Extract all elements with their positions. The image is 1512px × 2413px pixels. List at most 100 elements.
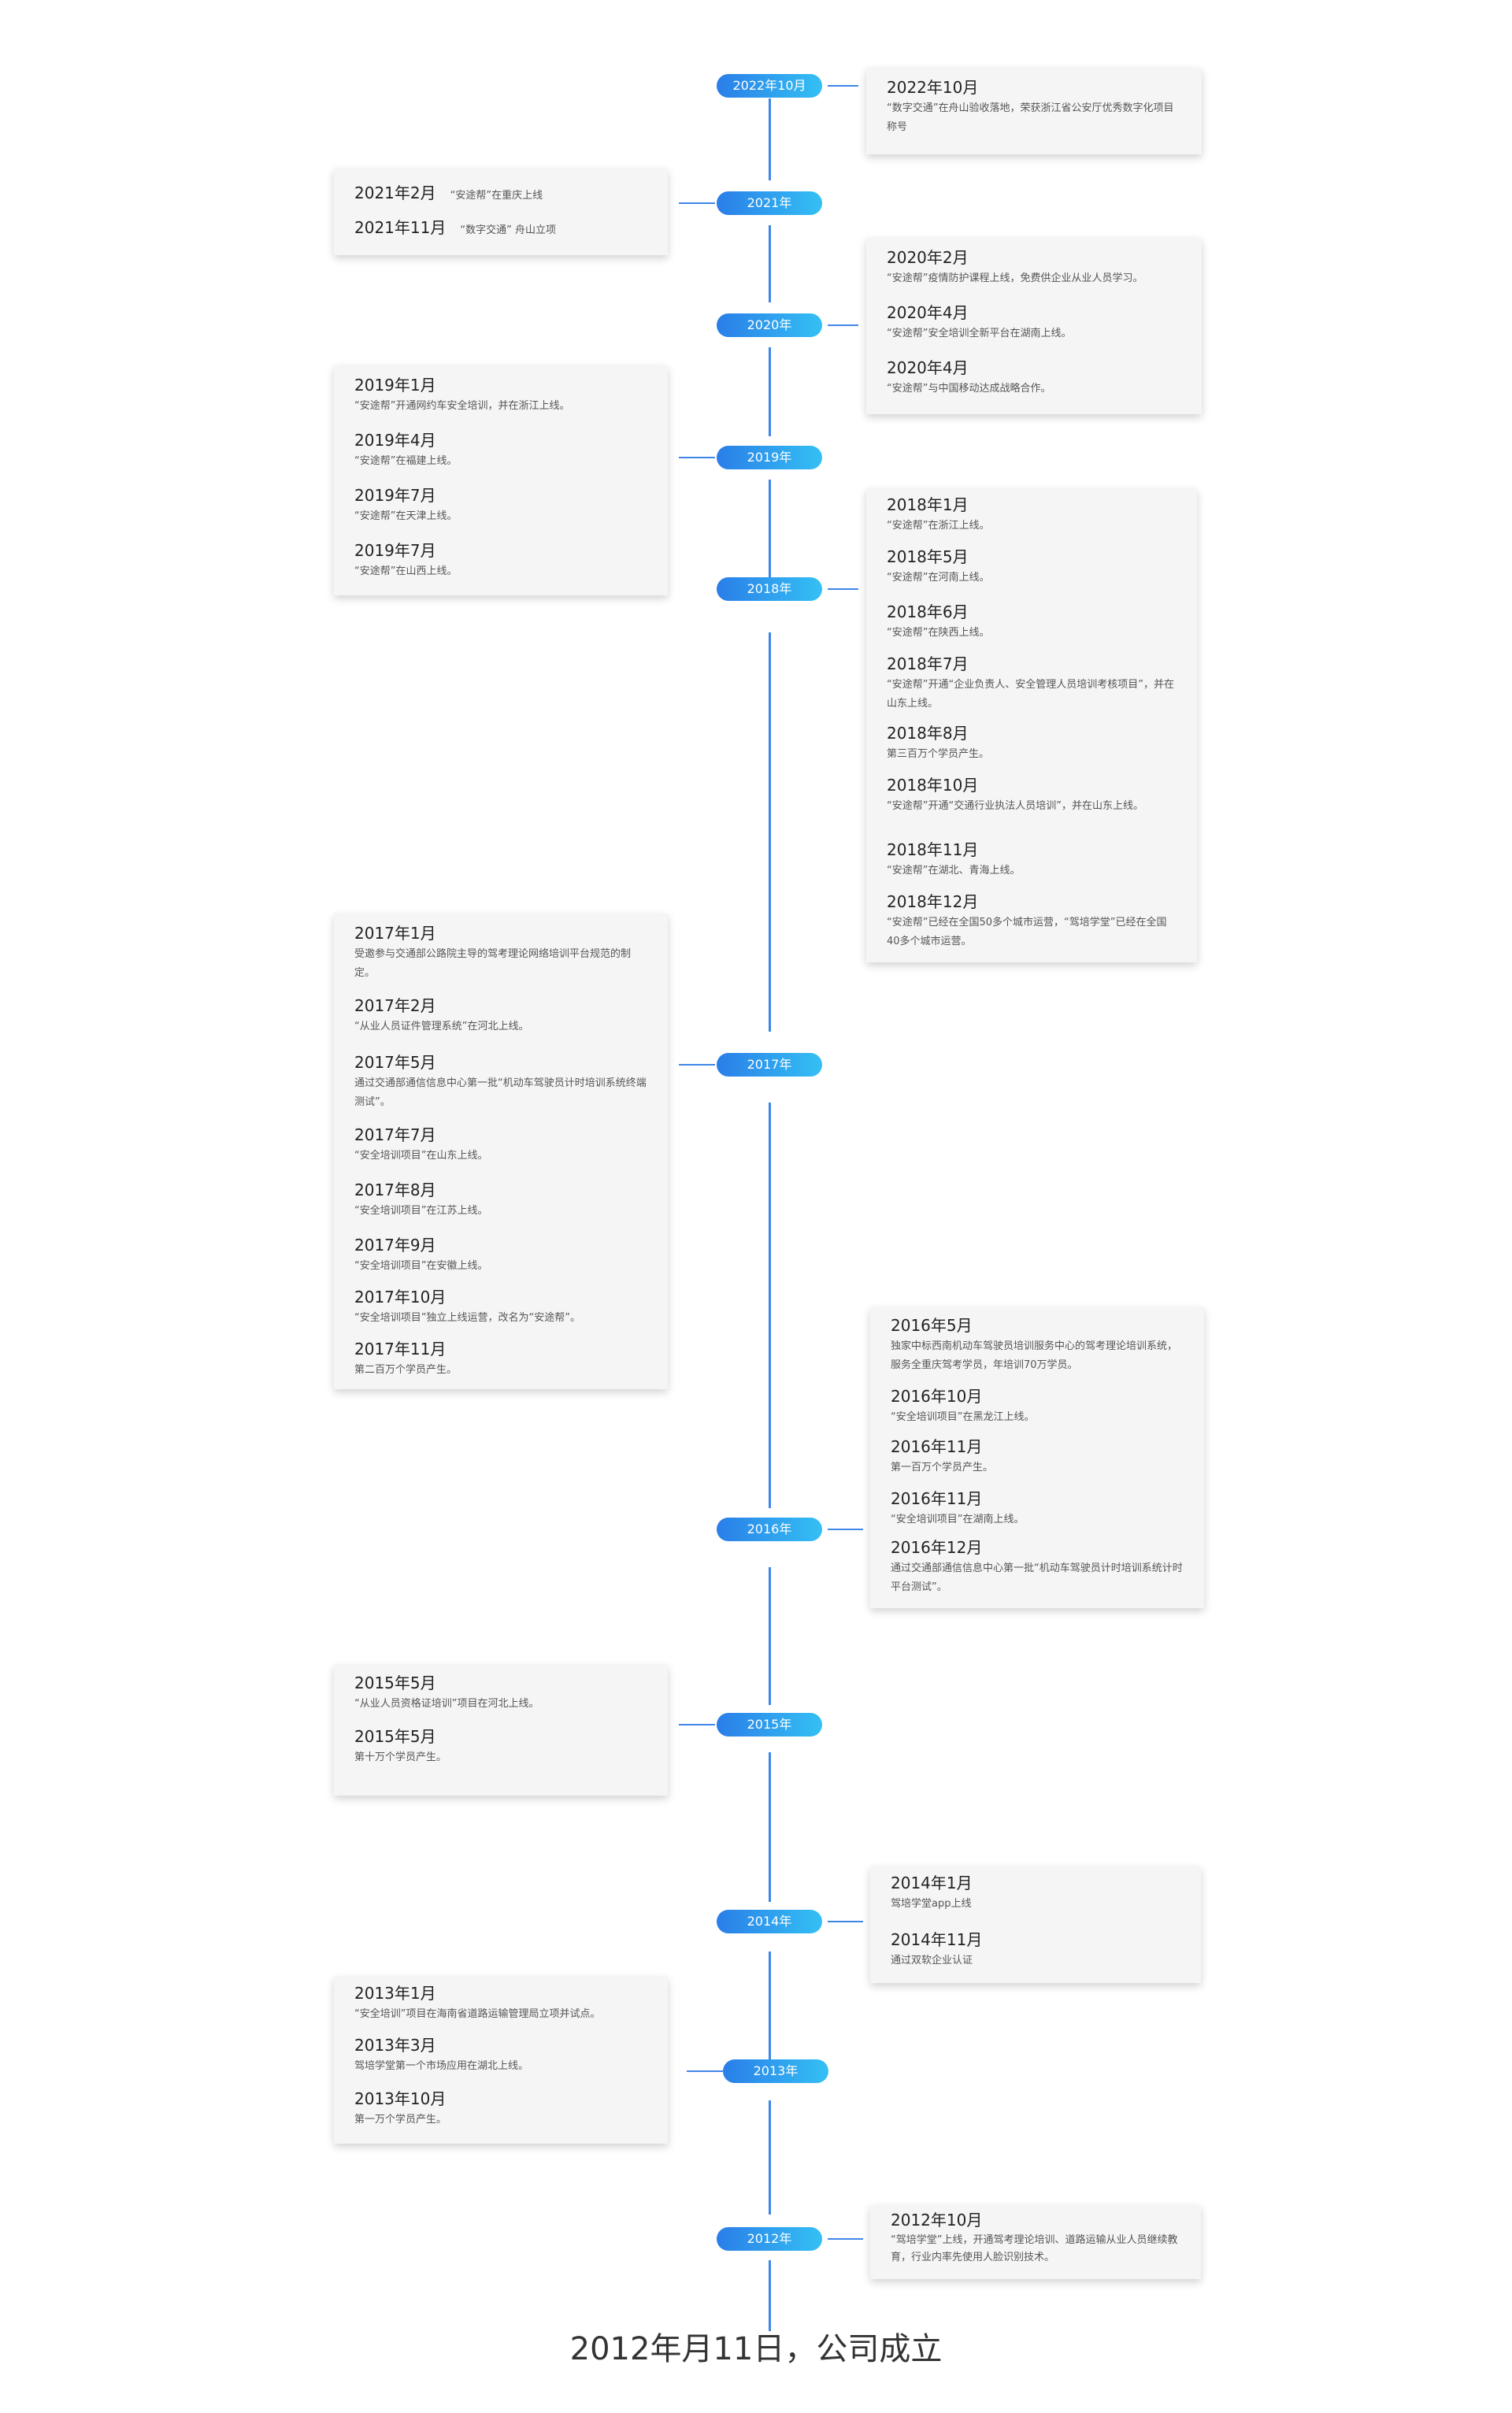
event-desc: “安途帮”疫情防护课程上线，免费供企业从业人员学习。 [887,272,1143,284]
event-date: 2018年12月 [887,892,979,911]
event-desc: “安途帮”在天津上线。 [354,510,458,522]
event-item: 2018年6月 “安途帮”在陕西上线。 [887,602,1178,643]
event-date: 2016年5月 [891,1316,973,1335]
event-item: 2018年8月 第三百万个学员产生。 [887,723,1178,764]
event-date: 2017年1月 [354,924,436,943]
timeline-line [769,632,771,1032]
event-date: 2020年2月 [887,248,969,267]
timeline-line [769,347,771,436]
event-date: 2014年11月 [891,1930,983,1949]
event-date: 2019年7月 [354,541,436,560]
event-item: 2014年1月 驾培学堂app上线 [891,1873,1182,1914]
event-desc: 第三百万个学员产生。 [887,748,990,760]
event-date: 2017年7月 [354,1125,436,1144]
event-card-2014: 2014年1月 驾培学堂app上线 2014年11月 通过双软企业认证 [870,1866,1201,1983]
event-date: 2019年1月 [354,376,436,395]
event-item: 2012年10月 “驾培学堂”上线，开通驾考理论培训、道路运输从业人员继续教育，… [891,2210,1182,2267]
event-item: 2018年11月 “安途帮”在湖北、青海上线。 [887,840,1178,880]
event-desc: “安全培训”项目在海南省道路运输管理局立项并试点。 [354,2008,601,2020]
event-date: 2019年4月 [354,431,436,450]
event-date: 2018年11月 [887,840,979,859]
connector [828,324,858,326]
event-desc: 通过双软企业认证 [891,1955,973,1966]
timeline-line [769,1752,771,1902]
event-date: 2016年11月 [891,1489,983,1508]
event-item: 2021年2月 “安途帮”在重庆上线 [354,183,649,206]
event-date: 2015年5月 [354,1674,436,1692]
event-item: 2018年12月 “安途帮”已经在全国50多个城市运营，“驾培学堂”已经在全国4… [887,891,1178,951]
event-item: 2016年11月 “安全培训项目”在湖南上线。 [891,1488,1185,1529]
connector [828,588,858,590]
connector [828,1921,863,1922]
event-date: 2018年10月 [887,776,979,795]
event-item: 2016年5月 独家中标西南机动车驾驶员培训服务中心的驾考理论培训系统，服务全重… [891,1315,1185,1375]
event-desc: “安途帮”在湖北、青海上线。 [887,865,1021,877]
event-item: 2017年11月 第二百万个学员产生。 [354,1339,649,1380]
event-desc: 第一万个学员产生。 [354,2114,447,2126]
event-card-2015: 2015年5月 “从业人员资格证培训”项目在河北上线。 2015年5月 第十万个… [334,1665,668,1796]
event-item: 2020年4月 “安途帮”与中国移动达成战略合作。 [887,358,1183,398]
event-card-2019: 2019年1月 “安途帮”开通网约车安全培训，并在浙江上线。 2019年4月 “… [334,365,668,595]
event-desc: “安全培训项目”在江苏上线。 [354,1205,488,1217]
event-desc: 第一百万个学员产生。 [891,1462,994,1473]
event-date: 2017年11月 [354,1340,447,1358]
event-date: 2022年10月 [887,78,979,97]
year-pill-2012: 2012年 [717,2227,822,2251]
event-desc: “安途帮”在浙江上线。 [887,520,990,532]
event-card-2020: 2020年2月 “安途帮”疫情防护课程上线，免费供企业从业人员学习。 2020年… [866,238,1202,414]
event-desc: 驾培学堂第一个市场应用在湖北上线。 [354,2060,529,2072]
event-desc: “数字交通” 舟山立项 [460,224,556,236]
event-item: 2019年7月 “安途帮”在山西上线。 [354,540,649,581]
event-desc: “安全培训项目”在山东上线。 [354,1150,488,1162]
event-item: 2017年8月 “安全培训项目”在江苏上线。 [354,1180,649,1221]
event-item: 2015年5月 “从业人员资格证培训”项目在河北上线。 [354,1673,649,1714]
event-desc: 通过交通部通信信息中心第一批“机动车驾驶员计时培训系统终端测试”。 [354,1077,647,1108]
timeline-line [769,1952,771,2059]
event-item: 2021年11月 “数字交通” 舟山立项 [354,217,649,240]
event-desc: “安途帮”在福建上线。 [354,455,458,467]
event-item: 2019年1月 “安途帮”开通网约车安全培训，并在浙江上线。 [354,375,649,416]
event-item: 2019年4月 “安途帮”在福建上线。 [354,430,649,471]
event-date: 2019年7月 [354,486,436,505]
event-date: 2018年5月 [887,547,969,566]
event-card-2012: 2012年10月 “驾培学堂”上线，开通驾考理论培训、道路运输从业人员继续教育，… [870,2205,1201,2279]
timeline-line [769,480,771,578]
event-item: 2013年10月 第一万个学员产生。 [354,2089,649,2129]
timeline-line [769,98,771,180]
event-item: 2017年9月 “安全培训项目”在安徽上线。 [354,1235,649,1276]
event-item: 2017年5月 通过交通部通信信息中心第一批“机动车驾驶员计时培训系统终端测试”… [354,1052,649,1112]
event-desc: “安途帮”与中国移动达成战略合作。 [887,383,1051,395]
event-date: 2017年10月 [354,1288,447,1307]
event-date: 2018年8月 [887,724,969,743]
event-date: 2017年8月 [354,1181,436,1199]
event-desc: “安全培训项目”在安徽上线。 [354,1260,488,1272]
connector [679,202,715,204]
event-desc: “安途帮”在陕西上线。 [887,627,990,639]
event-date: 2016年12月 [891,1538,983,1557]
event-date: 2016年11月 [891,1437,983,1456]
event-item: 2018年1月 “安途帮”在浙江上线。 [887,495,1178,536]
event-date: 2017年5月 [354,1053,436,1072]
year-pill-2015: 2015年 [717,1713,822,1737]
event-item: 2013年1月 “安全培训”项目在海南省道路运输管理局立项并试点。 [354,1983,649,2024]
timeline-line [769,2100,771,2215]
event-item: 2022年10月 “数字交通”在舟山验收落地，荣获浙江省公安厅优秀数字化项目称号 [887,77,1183,137]
event-item: 2016年12月 通过交通部通信信息中心第一批“机动车驾驶员计时培训系统计时平台… [891,1537,1185,1597]
connector [679,1724,715,1725]
event-item: 2018年5月 “安途帮”在河南上线。 [887,547,1178,587]
year-pill-2014: 2014年 [717,1910,822,1933]
event-item: 2018年10月 “安途帮”开通“交通行业执法人员培训”，并在山东上线。 [887,775,1178,816]
event-desc: “安途帮”在山西上线。 [354,565,458,577]
year-pill-2017: 2017年 [717,1053,822,1077]
event-desc: 独家中标西南机动车驾驶员培训服务中心的驾考理论培训系统，服务全重庆驾考学员，年培… [891,1340,1178,1371]
timeline-line [769,2260,771,2331]
event-date: 2017年9月 [354,1236,436,1255]
connector [687,2070,723,2072]
event-desc: “安途帮”安全培训全新平台在湖南上线。 [887,328,1072,339]
event-desc: 通过交通部通信信息中心第一批“机动车驾驶员计时培训系统计时平台测试”。 [891,1562,1183,1593]
event-desc: “安途帮”在重庆上线 [450,190,543,202]
event-card-2021: 2021年2月 “安途帮”在重庆上线 2021年11月 “数字交通” 舟山立项 [334,169,668,255]
event-item: 2017年10月 “安全培训项目”独立上线运营，改名为“安途帮”。 [354,1287,649,1328]
connector [828,2238,863,2240]
event-date: 2018年7月 [887,654,969,673]
